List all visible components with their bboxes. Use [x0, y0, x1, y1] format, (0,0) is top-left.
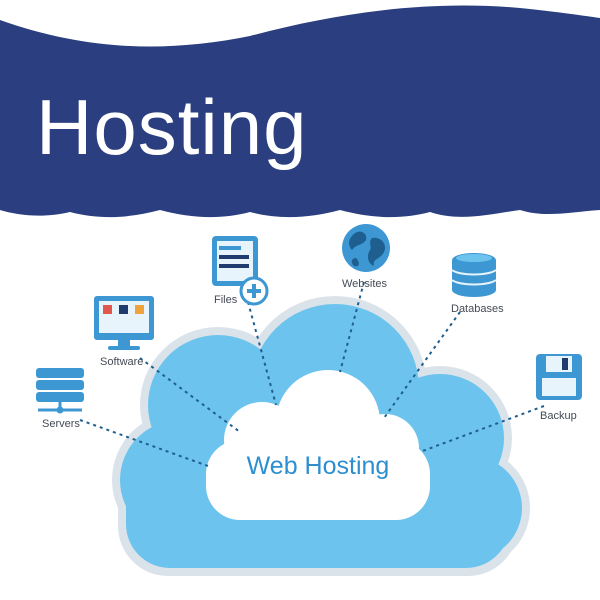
connector-servers — [79, 419, 209, 467]
web-hosting-label: Web Hosting — [246, 452, 390, 480]
globe-icon — [342, 224, 390, 272]
connector-databases — [383, 311, 461, 419]
servers-icon — [36, 368, 84, 414]
databases-label: Databases — [451, 303, 504, 315]
connector-websites — [339, 281, 365, 373]
software-label: Software — [100, 356, 144, 368]
floppy-disk-icon — [536, 354, 582, 400]
websites-label: Websites — [342, 278, 388, 290]
files-label: Files — [214, 294, 238, 306]
software-icon — [94, 296, 154, 350]
backup-label: Backup — [540, 410, 577, 422]
connectors — [79, 281, 545, 467]
files-icon — [212, 236, 269, 306]
servers-label: Servers — [42, 418, 80, 430]
page-title: Hosting — [36, 83, 308, 171]
inner-cloud — [206, 370, 430, 520]
banner-background — [0, 5, 600, 218]
connector-backup — [419, 405, 545, 453]
database-icon — [451, 253, 497, 297]
